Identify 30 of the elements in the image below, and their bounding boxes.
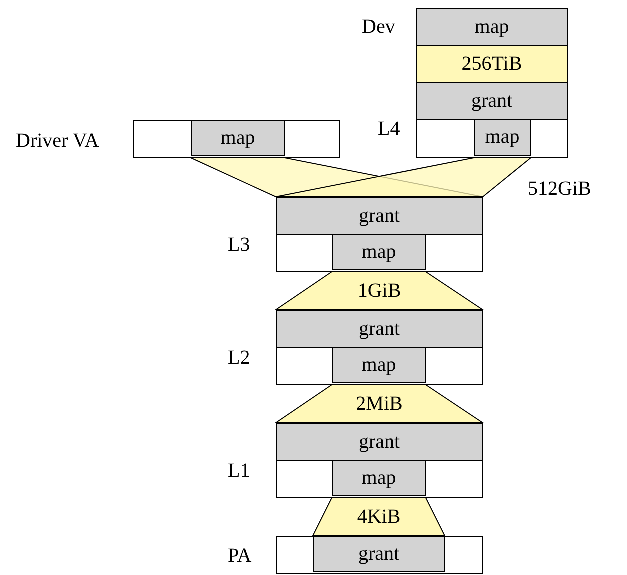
level-label: Driver VA (16, 131, 100, 151)
page-table-row (276, 460, 483, 498)
grant-cell: grant (276, 423, 483, 461)
page-table-row (276, 347, 483, 385)
level-label: L2 (228, 348, 250, 368)
level-label: L3 (228, 235, 250, 255)
level-label: PA (228, 546, 252, 566)
grant-cell: grant (313, 536, 445, 572)
map-cell: map (332, 234, 426, 270)
level-label: 512GiB (528, 179, 592, 199)
map-cell: map (474, 119, 531, 156)
size-band: 256TiB (416, 45, 568, 83)
address-row (133, 120, 340, 158)
size-band: 1GiB (276, 272, 483, 310)
page-table-row (276, 234, 483, 272)
level-label: L4 (378, 119, 400, 139)
size-band: 2MiB (276, 385, 483, 423)
map-cell: map (332, 460, 426, 496)
address-row (276, 536, 483, 574)
grant-cell: grant (276, 310, 483, 348)
map-cell: map (332, 347, 426, 383)
mapping-band (276, 158, 531, 197)
grant-cell: grant (276, 197, 483, 235)
map-cell: map (416, 8, 568, 46)
page-table-row (416, 119, 568, 158)
level-label: Dev (362, 17, 396, 37)
level-label: L1 (228, 461, 250, 481)
size-band: 4KiB (313, 498, 445, 536)
grant-cell: grant (416, 82, 568, 120)
map-cell: map (191, 120, 285, 156)
